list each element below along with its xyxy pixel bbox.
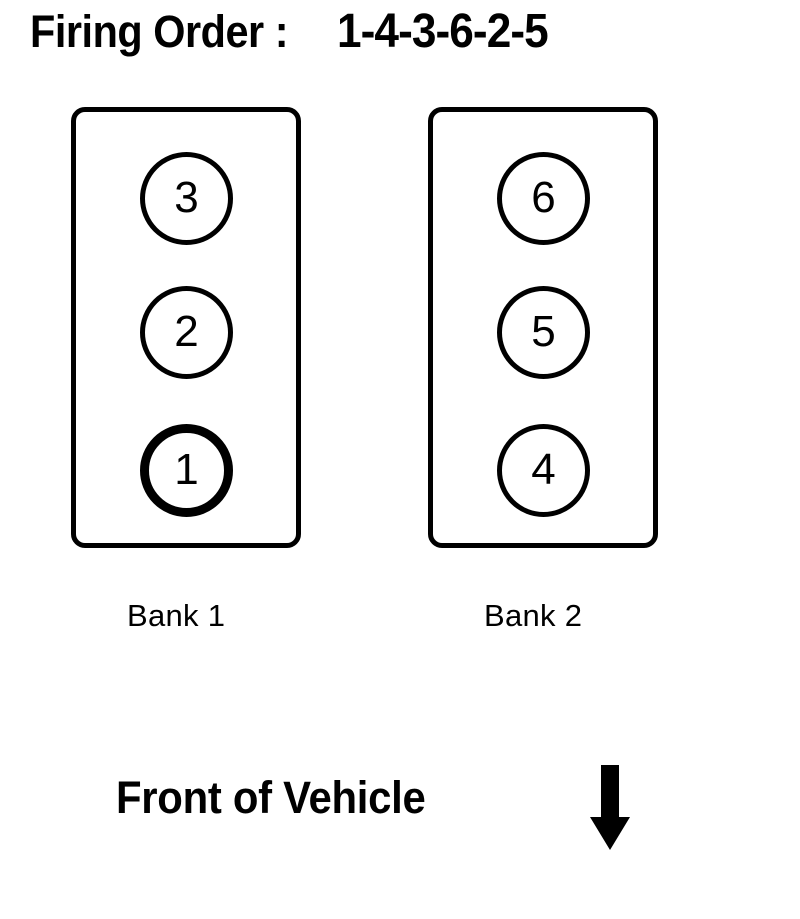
firing-order-label: Firing Order : [30,6,289,57]
bank-1-block: 3 2 1 [71,107,301,548]
firing-order-sequence: 1-4-3-6-2-5 [336,5,549,58]
cylinder-number-label: 2 [174,306,199,356]
bank-2-block: 6 5 4 [428,107,658,548]
bank-2-caption: Bank 2 [484,598,583,633]
cylinder-1[interactable]: 1 [140,424,233,517]
cylinder-5[interactable]: 5 [497,286,590,379]
cylinder-3[interactable]: 3 [140,152,233,245]
cylinder-number-label: 6 [531,172,556,222]
cylinder-number-label: 4 [531,444,556,494]
arrow-down-icon [590,765,630,850]
cylinder-6[interactable]: 6 [497,152,590,245]
cylinder-4[interactable]: 4 [497,424,590,517]
cylinder-number-label: 5 [531,306,556,356]
cylinder-number-label: 1 [174,444,199,494]
bank-1-caption: Bank 1 [127,598,226,633]
cylinder-number-label: 3 [174,172,199,222]
diagram-title: Firing Order : 1-4-3-6-2-5 [30,8,566,56]
front-of-vehicle-label: Front of Vehicle [116,772,426,823]
cylinder-2[interactable]: 2 [140,286,233,379]
